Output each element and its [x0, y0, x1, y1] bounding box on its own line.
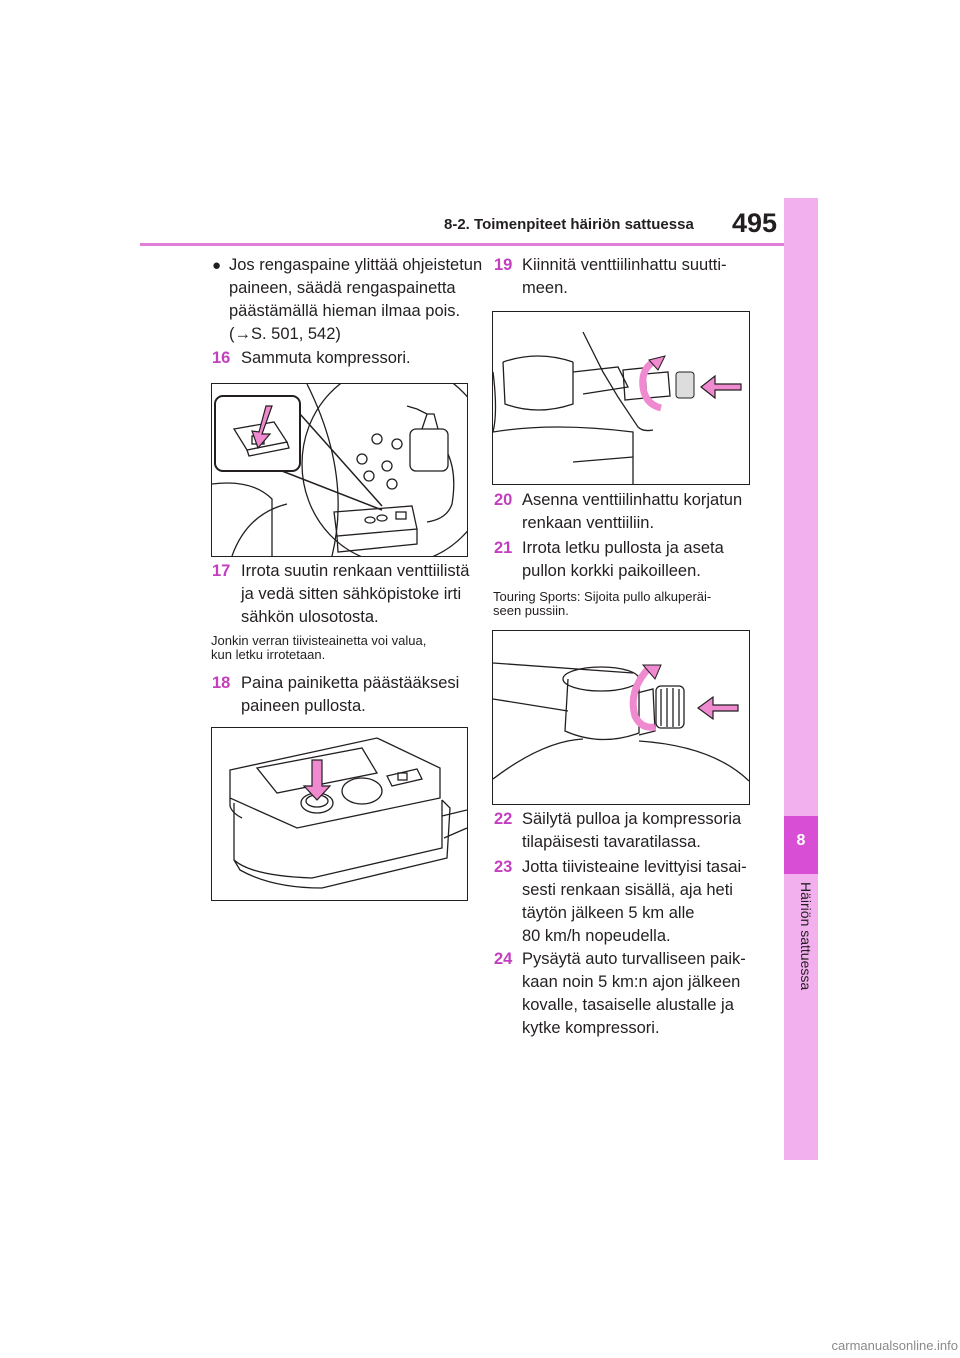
text-line: täytön jälkeen 5 km alle — [522, 904, 695, 922]
chapter-label: Häiriön sattuessa — [798, 882, 814, 991]
figure-valve-cap-on-nozzle — [492, 311, 750, 485]
text-line: Pysäytä auto turvalliseen paik- — [522, 950, 746, 968]
step-number: 22 — [494, 810, 513, 828]
step-number: 23 — [494, 858, 513, 876]
text-line: Touring Sports: Sijoita pullo alkuperäi- — [493, 589, 712, 604]
text-line: Kiinnitä venttiilinhattu suutti- — [522, 256, 727, 274]
text-line: Paina painiketta päästääksesi — [241, 674, 460, 692]
text-line: pullon korkki paikoilleen. — [522, 562, 701, 580]
text-line: Jotta tiivisteaine levittyisi tasai- — [522, 858, 747, 876]
header-divider — [140, 243, 788, 246]
text-line: kun letku irrotetaan. — [211, 647, 326, 662]
step-18-text: Paina painiketta päästääksesi paineen pu… — [241, 672, 459, 718]
text-line: Säilytä pulloa ja kompressoria — [522, 810, 742, 828]
text-line: sähkön ulosotosta. — [241, 608, 379, 626]
text-line: kaan noin 5 km:n ajon jälkeen — [522, 973, 741, 991]
text-line: kovalle, tasaiselle alustalle ja — [522, 996, 734, 1014]
step-17-text: Irrota suutin renkaan venttiilistä ja ve… — [241, 560, 469, 629]
section-title: 8-2. Toimenpiteet häiriön sattuessa — [444, 216, 694, 233]
text-line: (→S. 501, 542) — [229, 325, 341, 343]
text-line: Asenna venttiilinhattu korjatun — [522, 491, 743, 509]
text-line: paineen, säädä rengaspainetta — [229, 279, 456, 297]
chapter-side-strip — [784, 198, 818, 1160]
step-number: 24 — [494, 950, 513, 968]
chapter-tab[interactable] — [784, 816, 818, 874]
text-line: tilapäisesti tavaratilassa. — [522, 833, 701, 851]
bullet-icon: ● — [212, 257, 222, 274]
step-number: 19 — [494, 256, 513, 274]
footer-watermark[interactable]: carmanualsonline.info — [831, 1338, 958, 1353]
step-number: 16 — [212, 349, 231, 367]
step-number: 21 — [494, 539, 513, 557]
figure-compressor-switch-off — [211, 383, 468, 557]
figure-bottle-cap-install — [492, 630, 750, 805]
step-23-text: Jotta tiivisteaine levittyisi tasai- ses… — [522, 856, 747, 948]
text-line: seen pussiin. — [493, 603, 569, 618]
text-line: Jonkin verran tiivisteainetta voi valua, — [211, 633, 427, 648]
page-number: 495 — [732, 208, 778, 238]
text-line: Irrota letku pullosta ja aseta — [522, 539, 724, 557]
text-line: 80 km/h nopeudella. — [522, 927, 671, 945]
text-line: sesti renkaan sisällä, aja heti — [522, 881, 733, 899]
text-line: Irrota suutin renkaan venttiilistä — [241, 562, 470, 580]
text-line: paineen pullosta. — [241, 697, 366, 715]
text-line: renkaan venttiiliin. — [522, 514, 655, 532]
step-17-note: Jonkin verran tiivisteainetta voi valua,… — [211, 634, 426, 662]
step-24-text: Pysäytä auto turvalliseen paik- kaan noi… — [522, 948, 746, 1040]
step-21-text: Irrota letku pullosta ja aseta pullon ko… — [522, 537, 724, 583]
step-21-note: Touring Sports: Sijoita pullo alkuperäi-… — [493, 590, 711, 618]
text-line: Jos rengaspaine ylittää ohjeistetun — [229, 256, 483, 274]
figure-pressure-release-button — [211, 727, 468, 901]
text-line: ja vedä sitten sähköpistoke irti — [241, 585, 462, 603]
text-line: päästämällä hieman ilmaa pois. — [229, 302, 461, 320]
step-22-text: Säilytä pulloa ja kompressoria tilapäise… — [522, 808, 741, 854]
text-line: kytke kompressori. — [522, 1019, 660, 1037]
text-line: meen. — [522, 279, 568, 297]
step-20-text: Asenna venttiilinhattu korjatun renkaan … — [522, 489, 742, 535]
step-16-text: Sammuta kompressori. — [241, 347, 411, 370]
text-line: Sammuta kompressori. — [241, 349, 411, 367]
step-number: 17 — [212, 562, 231, 580]
step-number: 20 — [494, 491, 513, 509]
chapter-number: 8 — [796, 832, 806, 849]
step-number: 18 — [212, 674, 231, 692]
bullet-note: Jos rengaspaine ylittää ohjeistetun pain… — [229, 254, 482, 346]
step-19-text: Kiinnitä venttiilinhattu suutti- meen. — [522, 254, 727, 300]
